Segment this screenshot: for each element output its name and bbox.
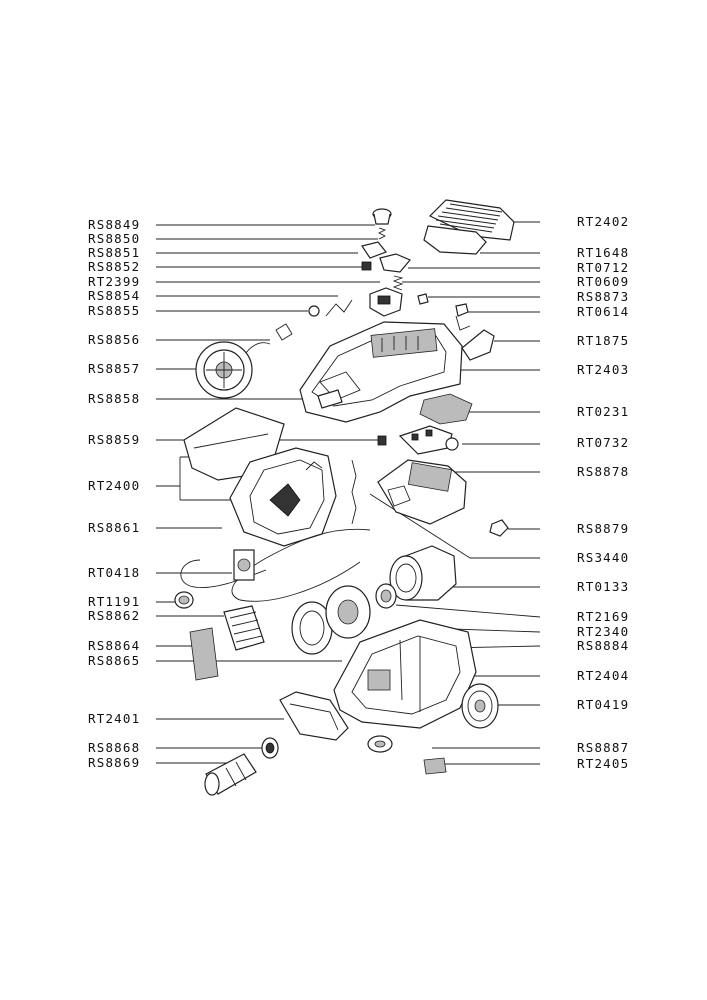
part-label: RT2405 xyxy=(577,756,629,771)
right-part-labels: RT2402 RT1648 RT0712 RT0609 RS8873 RT061… xyxy=(577,214,629,771)
part-label: RS8861 xyxy=(88,520,140,535)
part-label: RT2404 xyxy=(577,668,629,683)
small-springs xyxy=(392,275,471,331)
rs8878-module xyxy=(377,459,467,525)
rt1875-hood xyxy=(461,329,495,361)
part-label: RT0732 xyxy=(577,435,629,450)
rs3440-cable xyxy=(351,459,357,525)
rs8887-castor xyxy=(367,735,393,753)
part-label: RT2402 xyxy=(577,214,629,229)
part-label: RT0418 xyxy=(88,565,140,580)
part-label: RS8854 xyxy=(88,288,140,303)
part-label: RT2400 xyxy=(88,478,140,493)
rt0133-motor-housing xyxy=(389,545,457,601)
rt2169-motor xyxy=(375,583,397,609)
part-label: RS8856 xyxy=(88,332,140,347)
part-label: RS8864 xyxy=(88,638,140,653)
part-label: RT1191 xyxy=(88,594,140,609)
part-label: RS8859 xyxy=(88,432,140,447)
part-label: RS8852 xyxy=(88,259,140,274)
rt0418-hose xyxy=(180,528,371,602)
rs8851-button xyxy=(361,241,411,273)
rt2399-block xyxy=(369,287,403,317)
part-label: RT2401 xyxy=(88,711,140,726)
part-label: RS8873 xyxy=(577,289,629,304)
rs8862-filter xyxy=(223,605,265,651)
rs8879-clip xyxy=(489,519,509,537)
rs8864-foam xyxy=(189,627,219,681)
rt2405-plate xyxy=(423,757,447,775)
part-label: RS8884 xyxy=(577,638,629,653)
part-label: RS8851 xyxy=(88,245,140,260)
rt0732-switch xyxy=(398,425,459,455)
part-label: RT0609 xyxy=(577,274,629,289)
part-label: RS8862 xyxy=(88,608,140,623)
part-label: RS8879 xyxy=(577,521,629,536)
part-label: RS8849 xyxy=(88,217,140,232)
rt2340-ring xyxy=(291,585,371,655)
part-label: RS8868 xyxy=(88,740,140,755)
rs8869-tube xyxy=(204,753,257,796)
rs8849-knob xyxy=(372,208,392,240)
part-label: RS8858 xyxy=(88,391,140,406)
part-label: RT0231 xyxy=(577,404,629,419)
rt1191-ring xyxy=(174,591,194,609)
part-label: RS3440 xyxy=(577,550,629,565)
left-part-labels: RS8849 RS8850 RS8851 RS8852 RT2399 RS885… xyxy=(88,217,140,770)
rs8857-cord-reel xyxy=(195,323,293,399)
part-label: RT0419 xyxy=(577,697,629,712)
parts-drawing xyxy=(174,199,515,796)
part-label: RT2399 xyxy=(88,274,140,289)
rs8861-bag-housing xyxy=(229,447,337,547)
part-label: RT2169 xyxy=(577,609,629,624)
part-label: RT1875 xyxy=(577,333,629,348)
rs8859-part xyxy=(377,435,387,446)
part-label: RS8850 xyxy=(88,231,140,246)
rt2401-front xyxy=(279,691,349,741)
part-label: RT0712 xyxy=(577,260,629,275)
part-label: RS8865 xyxy=(88,653,140,668)
part-label: RS8857 xyxy=(88,361,140,376)
part-label: RS8855 xyxy=(88,303,140,318)
rs8858-lever xyxy=(317,389,343,409)
part-label: RS8887 xyxy=(577,740,629,755)
part-label: RT1648 xyxy=(577,245,629,260)
part-label: RS8878 xyxy=(577,464,629,479)
rt0231-filter xyxy=(419,393,473,425)
rt0419-wheel xyxy=(461,683,499,729)
part-label: RT2403 xyxy=(577,362,629,377)
rt2402-grille xyxy=(423,199,515,255)
rs8868-ring xyxy=(261,737,279,759)
rs8854-clip xyxy=(220,295,353,317)
part-label: RS8869 xyxy=(88,755,140,770)
part-label: RT0614 xyxy=(577,304,629,319)
part-label: RT2340 xyxy=(577,624,629,639)
part-label: RT0133 xyxy=(577,579,629,594)
